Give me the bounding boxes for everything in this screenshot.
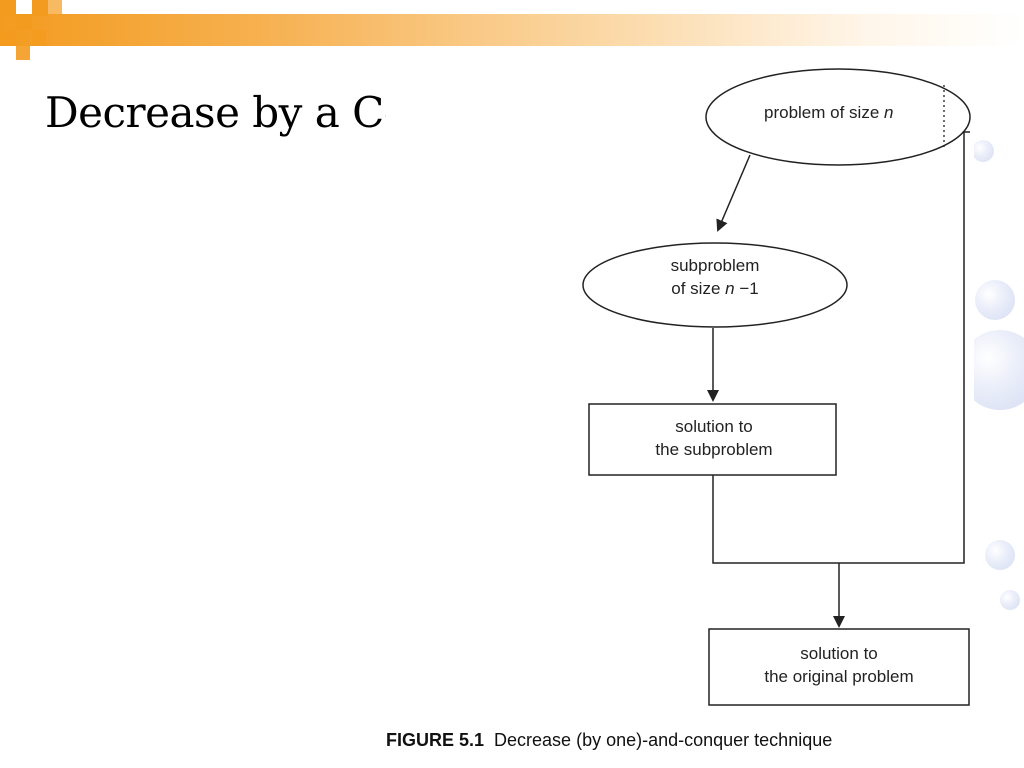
decorative-bubble bbox=[1000, 590, 1020, 610]
flow-diagram: problem of size n subproblem of size n −… bbox=[582, 68, 971, 706]
solution-sub-node: solution to the subproblem bbox=[588, 403, 837, 476]
solution-orig-node: solution to the original problem bbox=[708, 628, 970, 706]
problem-ellipse bbox=[705, 68, 971, 166]
decorative-square bbox=[0, 0, 16, 16]
figure-caption: FIGURE 5.1 Decrease (by one)-and-conquer … bbox=[386, 730, 832, 751]
solution-orig-box bbox=[708, 628, 970, 706]
figure-label: FIGURE 5.1 bbox=[386, 730, 485, 750]
header-gradient-band bbox=[0, 14, 1024, 46]
solution-sub-box bbox=[588, 403, 837, 476]
subproblem-label-line1: subproblem bbox=[671, 256, 760, 275]
diagram-panel: problem of size n subproblem of size n −… bbox=[386, 62, 974, 762]
problem-label: problem of size n bbox=[764, 103, 893, 122]
decorative-square bbox=[32, 30, 46, 46]
solution-sub-label-line1: solution to bbox=[675, 417, 753, 436]
decorative-square bbox=[16, 14, 32, 30]
subproblem-label-line2: of size n −1 bbox=[671, 279, 758, 298]
subproblem-node: subproblem of size n −1 bbox=[582, 242, 848, 328]
merge-connector bbox=[712, 131, 970, 564]
figure-caption-text: Decrease (by one)-and-conquer technique bbox=[494, 730, 833, 750]
solution-sub-label-line2: the subproblem bbox=[655, 440, 772, 459]
arrow-problem-to-subproblem bbox=[716, 154, 751, 232]
decorative-bubble bbox=[985, 540, 1015, 570]
decorative-bubble bbox=[975, 280, 1015, 320]
decorative-bubble bbox=[972, 140, 994, 162]
decorative-square bbox=[0, 30, 16, 46]
solution-orig-label-line1: solution to bbox=[800, 644, 878, 663]
decorative-square bbox=[32, 0, 48, 16]
decorative-square bbox=[16, 46, 30, 60]
decorative-square bbox=[48, 0, 62, 14]
subproblem-ellipse bbox=[582, 242, 848, 328]
problem-node: problem of size n bbox=[705, 68, 971, 166]
solution-orig-label-line2: the original problem bbox=[764, 667, 913, 686]
